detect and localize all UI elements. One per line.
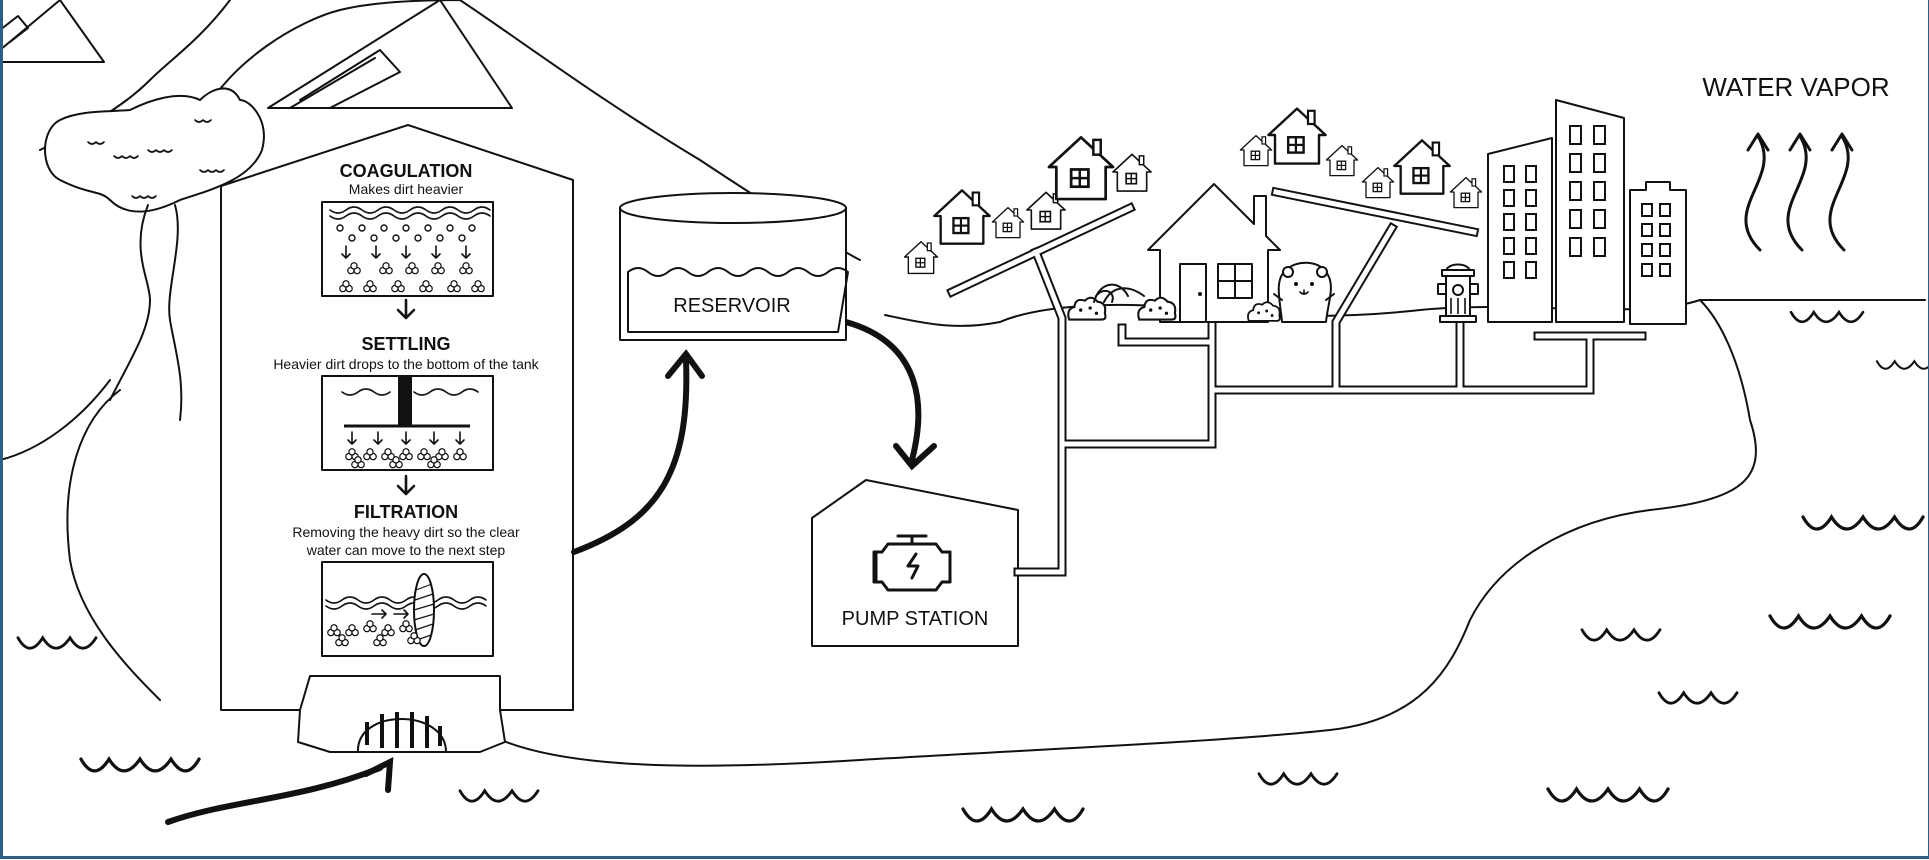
house-icon: [1361, 166, 1395, 199]
house-icon: [933, 189, 991, 245]
water-pipes: [946, 186, 1647, 577]
water-wave-icon: [1875, 360, 1929, 370]
water-wave-icon: [79, 757, 201, 773]
water-wave-icon: [1789, 310, 1865, 324]
water-wave-icon: [16, 636, 98, 650]
arrow-icon: [843, 319, 937, 471]
reservoir: RESERVOIR: [619, 192, 849, 341]
step-description: water can move to the next step: [306, 542, 506, 558]
pump-station: PUMP STATION: [811, 479, 1019, 647]
house-icon: [1393, 139, 1451, 195]
water-wave-icon: [458, 789, 540, 803]
water-vapor: WATER VAPOR: [1702, 72, 1890, 252]
step-title: SETTLING: [362, 334, 451, 354]
arrow-icon: [165, 756, 394, 825]
water-wave-icon: [961, 807, 1085, 823]
step-description: Removing the heavy dirt so the clear: [292, 524, 520, 540]
house-icon: [1112, 153, 1152, 192]
mountain-icon: [267, 0, 513, 109]
water-wave-icon: [1580, 628, 1662, 642]
engine-icon: [872, 534, 952, 592]
arrow-icon: [571, 349, 705, 555]
house-icon: [1325, 144, 1359, 177]
vapor-wave-icon: [1744, 132, 1770, 252]
house-icon: [1047, 136, 1115, 201]
water-wave-icon: [1768, 614, 1892, 630]
otter-icon: [1273, 261, 1335, 323]
garden: [1067, 283, 1281, 322]
house-icon: [1239, 134, 1273, 167]
water-vapor-label: WATER VAPOR: [1702, 72, 1889, 102]
house-icon: [1147, 183, 1281, 323]
step-description: Heavier dirt drops to the bottom of the …: [273, 356, 539, 372]
water-wave-icon: [1657, 691, 1739, 705]
step-coagulation: COAGULATION Makes dirt heavier: [321, 161, 494, 320]
water-wave-icon: [1801, 515, 1925, 531]
step-title: COAGULATION: [340, 161, 473, 181]
tree-icon: [44, 87, 265, 421]
mountain-icon: [0, 0, 105, 63]
water-wave-icon: [1257, 772, 1339, 786]
house-icon: [1267, 107, 1327, 165]
building-icon: [1487, 137, 1553, 323]
house-icon: [991, 206, 1025, 239]
fire-hydrant-icon: [1437, 263, 1479, 323]
building-icon: [1555, 99, 1625, 323]
reservoir-label: RESERVOIR: [673, 295, 790, 317]
vapor-wave-icon: [1828, 132, 1854, 252]
step-filtration: FILTRATION Removing the heavy dirt so th…: [292, 502, 520, 657]
house-icon: [903, 241, 939, 275]
water-wave-icon: [1546, 787, 1670, 803]
step-title: FILTRATION: [354, 502, 458, 522]
bush-icon: [1067, 296, 1107, 321]
building-icon: [1629, 181, 1687, 325]
house-icon: [1449, 176, 1483, 209]
step-description: Makes dirt heavier: [349, 181, 464, 197]
step-settling: SETTLING Heavier dirt drops to the botto…: [273, 334, 540, 496]
pump-station-label: PUMP STATION: [842, 608, 989, 630]
vapor-wave-icon: [1786, 132, 1812, 252]
